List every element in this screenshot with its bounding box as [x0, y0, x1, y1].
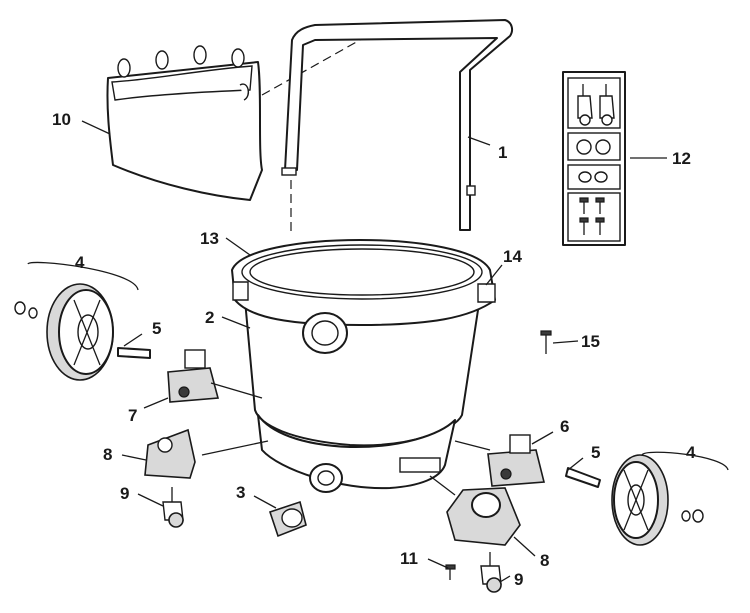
leader-15	[552, 340, 579, 344]
leader-1	[467, 136, 491, 146]
bag-alignment-dash	[261, 39, 361, 96]
callout-11: 11	[400, 549, 418, 568]
washer-left	[14, 301, 38, 319]
callout-10: 10	[52, 110, 71, 129]
drain-cap	[268, 500, 307, 538]
callout-9-left: 9	[120, 484, 129, 503]
leader-8b	[513, 536, 536, 557]
leader-13	[225, 237, 251, 256]
callout-8-left: 8	[103, 445, 112, 464]
guide-line-caster-right	[429, 475, 456, 496]
screw-15	[540, 330, 552, 354]
caster-mount-right	[446, 487, 521, 546]
leader-6	[531, 431, 554, 445]
caster-right	[480, 552, 502, 593]
callout-5-left: 5	[152, 319, 161, 338]
axle-right	[565, 467, 601, 488]
leader-8a	[121, 454, 147, 461]
filter-bag	[106, 45, 263, 201]
callout-1: 1	[498, 143, 507, 162]
wheel-right	[611, 454, 669, 546]
clip-pair-icon	[576, 139, 611, 155]
callout-2: 2	[205, 308, 214, 327]
washer-pair-icon	[578, 171, 608, 183]
washer-right	[681, 509, 704, 523]
guide-line-caster-left	[201, 440, 269, 456]
callout-7: 7	[128, 406, 137, 425]
leader-14	[485, 264, 503, 286]
bracket-4-left	[27, 261, 139, 291]
wheel-bracket-left	[167, 349, 220, 403]
callout-3: 3	[236, 483, 245, 502]
wheel-bracket-right	[487, 434, 546, 487]
callout-6: 6	[560, 417, 569, 436]
callout-8-right: 8	[540, 551, 549, 570]
callout-15: 15	[581, 332, 600, 351]
caster-mount-left	[144, 428, 196, 479]
leader-5b	[567, 457, 584, 471]
callout-9-right: 9	[514, 570, 523, 589]
leader-7	[143, 397, 169, 409]
leader-9b	[499, 575, 511, 583]
bracket-4-right	[641, 451, 729, 471]
callout-12: 12	[672, 149, 691, 168]
leader-2	[221, 316, 251, 329]
screw-set-icon	[579, 197, 605, 235]
leader-5a	[123, 333, 143, 347]
hardware-kit	[562, 71, 626, 246]
guide-line-bracket-right	[454, 440, 491, 451]
caster-left	[162, 487, 184, 528]
canister	[231, 239, 496, 493]
callout-5-right: 5	[591, 443, 600, 462]
wheel-left	[46, 283, 114, 381]
leader-11	[427, 558, 449, 569]
leader-3	[253, 495, 277, 509]
caster-pair-icon	[577, 84, 615, 126]
callout-4-right: 4	[686, 443, 696, 462]
callout-13: 13	[200, 229, 219, 248]
callout-14: 14	[503, 247, 522, 266]
guide-line-bracket-left	[210, 382, 263, 399]
leader-10	[81, 120, 111, 135]
axle-left	[117, 347, 151, 359]
leader-9a	[137, 493, 164, 507]
callout-4-left: 4	[75, 253, 85, 272]
handle	[281, 19, 514, 231]
